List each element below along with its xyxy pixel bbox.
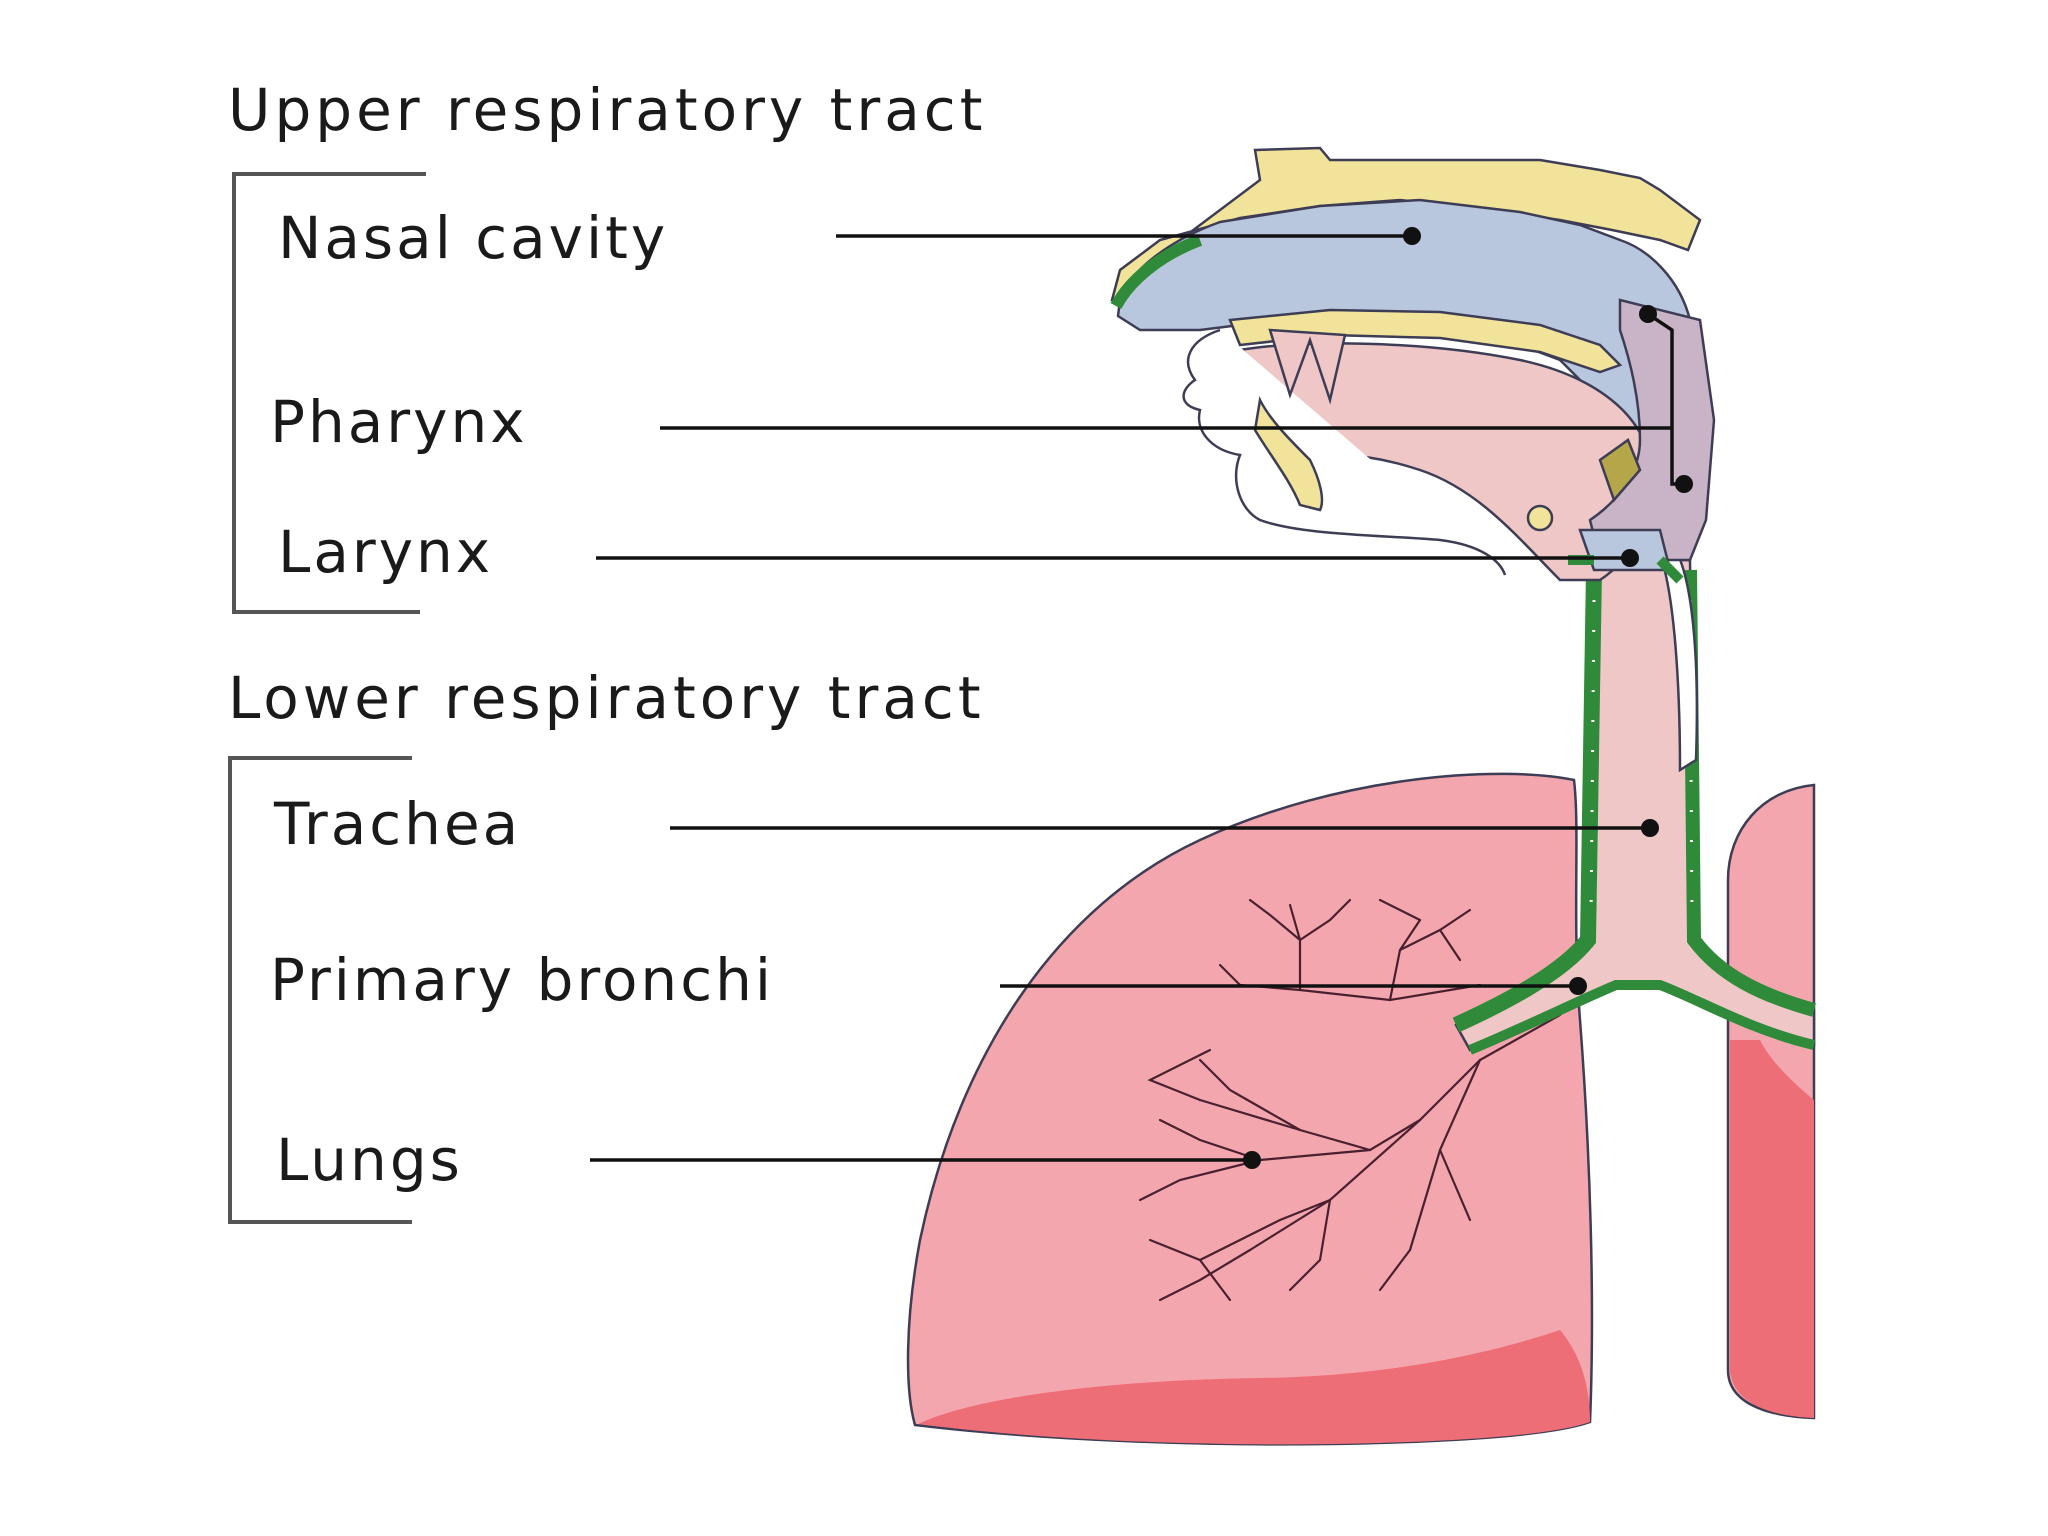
label-trachea: Trachea — [273, 790, 1659, 858]
anatomy-illustration — [906, 146, 1816, 1446]
lower-tract-title: Lower respiratory tract — [228, 664, 985, 732]
larynx-mucosa — [1568, 555, 1684, 584]
nasal-cavity-label: Nasal cavity — [278, 204, 668, 272]
upper-tract-title: Upper respiratory tract — [228, 76, 986, 144]
label-pharynx: Pharynx — [270, 305, 1693, 493]
epiglottis — [1598, 438, 1642, 503]
bronchi-mucosa-inner — [1468, 980, 1816, 1055]
label-larynx: Larynx — [278, 518, 1639, 586]
label-lungs: Lungs — [276, 1126, 1261, 1194]
mouth-outline — [1182, 328, 1507, 576]
trachea-pointer — [1641, 819, 1659, 837]
pharynx-label: Pharynx — [270, 388, 528, 456]
lungs-label: Lungs — [276, 1126, 463, 1194]
hyoid-bone — [1526, 504, 1554, 532]
larynx-label: Larynx — [278, 518, 493, 586]
left-lung-base — [918, 1330, 1590, 1445]
bronchial-tree — [1138, 898, 1562, 1302]
label-primary-bronchi: Primary bronchi — [270, 946, 1587, 1014]
upper-tract-bracket — [232, 172, 426, 614]
esophagus — [1660, 537, 1699, 773]
right-lung-base — [1730, 1040, 1814, 1418]
trachea-mucosa-right — [1683, 569, 1816, 1017]
nasal-mucosa — [1110, 234, 1203, 309]
nasal-cavity-pointer — [1403, 227, 1421, 245]
trachea-label: Trachea — [273, 790, 521, 858]
larynx-pointer — [1621, 549, 1639, 567]
label-nasal-cavity: Nasal cavity — [278, 204, 1421, 272]
lungs-pointer — [1243, 1151, 1261, 1169]
primary-bronchi-label: Primary bronchi — [270, 946, 774, 1014]
left-lung — [906, 772, 1594, 1446]
lower-tract-bracket — [228, 756, 412, 1224]
pharynx-pointer-top — [1639, 305, 1657, 323]
upper-teeth — [1268, 328, 1347, 405]
primary-bronchi-pointer — [1569, 977, 1587, 995]
pharynx-pointer-bottom — [1675, 475, 1693, 493]
